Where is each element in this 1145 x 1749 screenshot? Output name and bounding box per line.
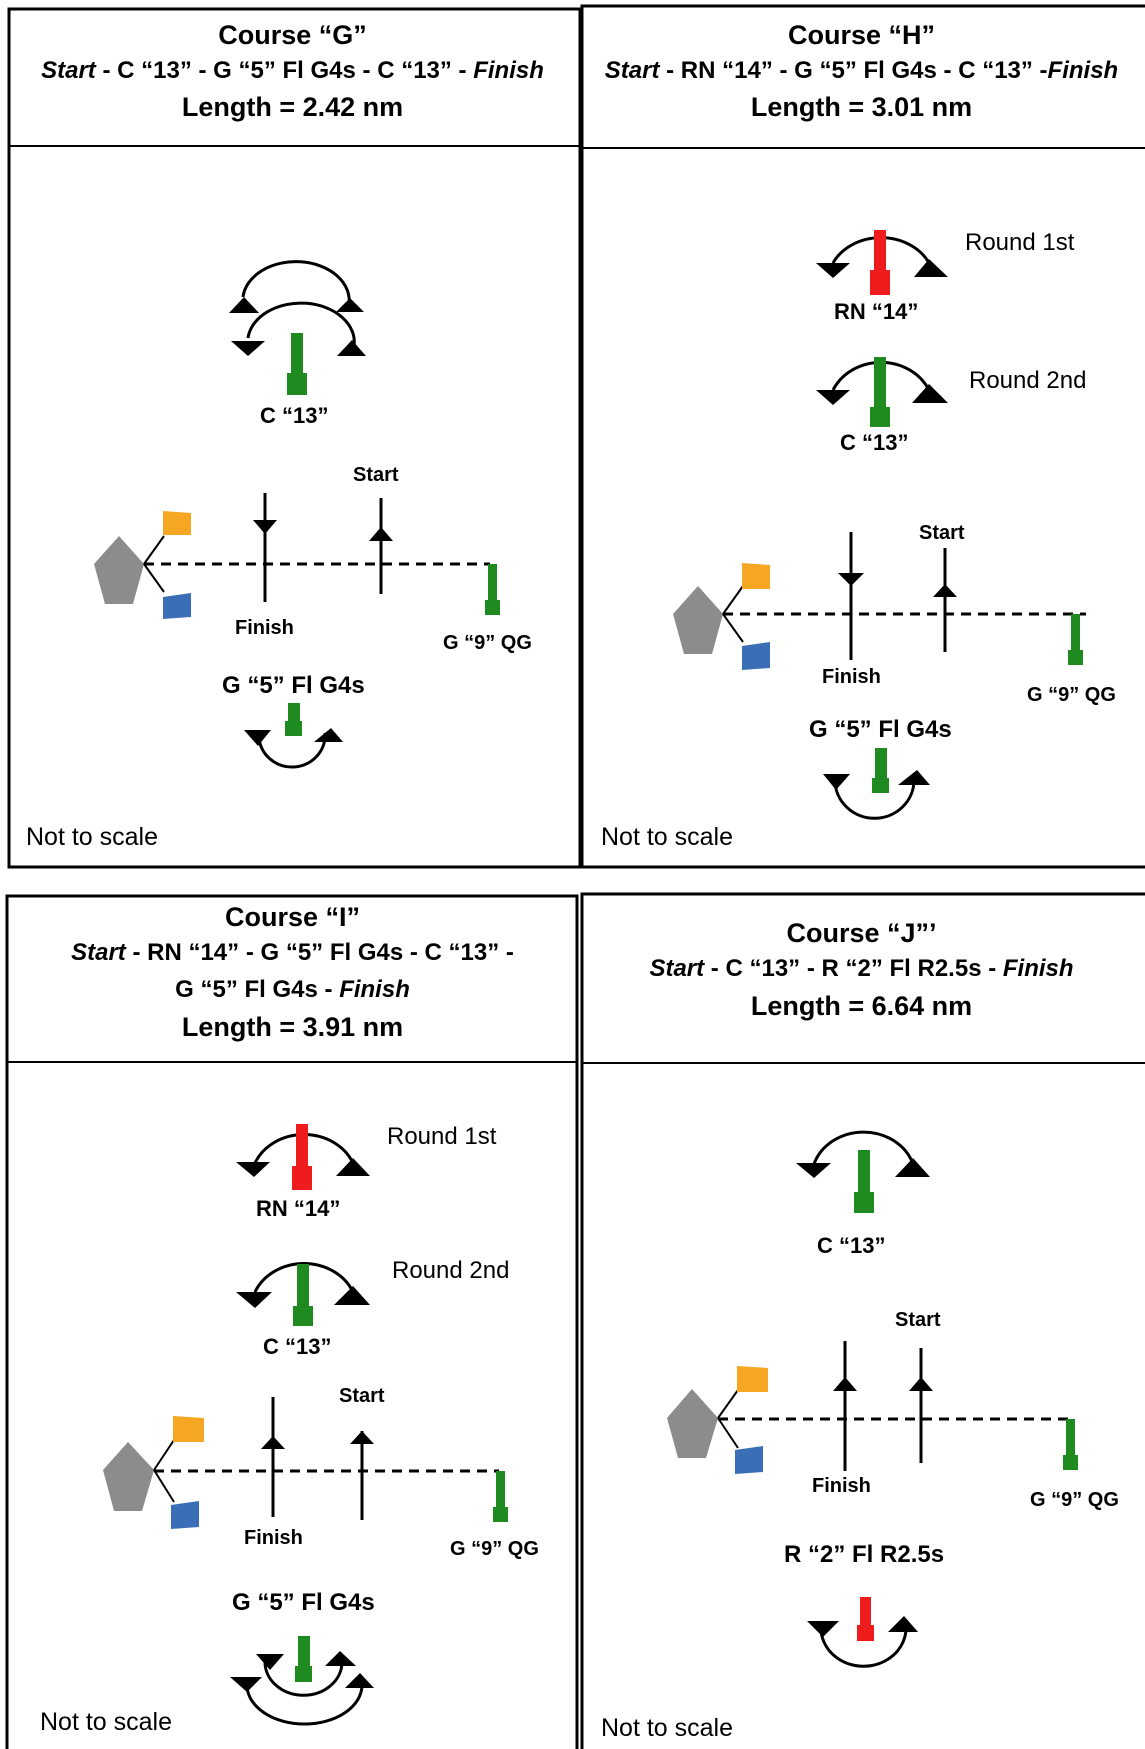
committee-boat-icon <box>667 1389 718 1458</box>
not-to-scale-note: Not to scale <box>601 1714 734 1742</box>
course-j-diagram <box>580 892 1145 1749</box>
mark-g5-fl-g4s-icon <box>285 703 302 736</box>
orange-flag-icon <box>737 1366 768 1392</box>
label-g9-qg: G “9” QG <box>450 1538 539 1560</box>
finish-arrow-icon <box>253 520 277 534</box>
label-g5-fl-g4s: G “5” Fl G4s <box>232 1589 375 1616</box>
label-r2-fl-r2.5s: R “2” Fl R2.5s <box>784 1541 945 1568</box>
label-c13: C “13” <box>817 1233 886 1258</box>
label-round-1st: Round 1st <box>965 229 1075 256</box>
label-round-2nd: Round 2nd <box>392 1257 510 1284</box>
label-finish: Finish <box>235 617 294 639</box>
course-j-length: Length = 6.64 nm <box>750 991 973 1021</box>
course-h-route: Start - RN “14” - G “5” Fl G4s - C “13” … <box>604 57 1119 84</box>
mark-c13-icon <box>870 357 890 427</box>
course-i-length: Length = 3.91 nm <box>181 1012 404 1042</box>
mark-g5-fl-g4s-icon <box>295 1636 312 1682</box>
mark-rn14-icon <box>870 230 890 295</box>
course-g-diagram <box>7 7 582 869</box>
label-finish: Finish <box>812 1475 871 1497</box>
finish-arrow-icon <box>833 1377 857 1391</box>
start-arrow-icon <box>350 1431 374 1444</box>
course-j-title: Course “J”’ <box>786 918 937 948</box>
course-h-panel: Course “H” Start - RN “14” - G “5” Fl G4… <box>578 0 1145 875</box>
start-arrow-icon <box>369 527 393 541</box>
start-arrow-icon <box>933 584 957 597</box>
start-arrow-icon <box>909 1377 933 1391</box>
label-rn14: RN “14” <box>256 1196 341 1221</box>
label-c13: C “13” <box>840 430 909 455</box>
mark-c13-icon <box>854 1150 874 1213</box>
label-g5-fl-g4s: G “5” Fl G4s <box>222 672 365 699</box>
course-j-route: Start - C “13” - R “2” Fl R2.5s - Finish <box>649 955 1074 982</box>
course-j-panel: Course “J”’ Start - C “13” - R “2” Fl R2… <box>578 880 1145 1749</box>
label-c13: C “13” <box>260 403 329 428</box>
label-round-2nd: Round 2nd <box>969 367 1087 394</box>
mark-rn14-icon <box>292 1124 312 1190</box>
course-i-route-line2: G “5” Fl G4s - Finish <box>175 976 410 1003</box>
label-finish: Finish <box>822 666 881 688</box>
mark-c13-icon <box>293 1264 313 1326</box>
mark-g9-qg-icon <box>493 1471 508 1522</box>
label-g5-fl-g4s: G “5” Fl G4s <box>809 716 952 743</box>
not-to-scale-note: Not to scale <box>40 1708 173 1736</box>
not-to-scale-note: Not to scale <box>601 823 734 851</box>
label-g9-qg: G “9” QG <box>443 632 532 654</box>
course-g-route: Start - C “13” - G “5” Fl G4s - C “13” -… <box>41 57 544 84</box>
course-g-title: Course “G” <box>218 20 367 50</box>
blue-flag-icon <box>171 1501 199 1529</box>
course-h-diagram <box>580 4 1145 869</box>
course-h-length: Length = 3.01 nm <box>750 92 973 122</box>
mark-g5-fl-g4s-icon <box>872 748 889 793</box>
course-g-panel: Course “G” Start - C “13” - G “5” Fl G4s… <box>0 0 585 875</box>
label-start: Start <box>339 1385 385 1407</box>
course-i-title: Course “I” <box>224 902 361 932</box>
blue-flag-icon <box>735 1446 763 1474</box>
rounding-arrow-icon <box>229 260 366 356</box>
mark-g9-qg-icon <box>1063 1419 1078 1470</box>
label-g9-qg: G “9” QG <box>1027 684 1116 706</box>
orange-flag-icon <box>173 1416 204 1442</box>
label-round-1st: Round 1st <box>387 1123 497 1150</box>
committee-boat-icon <box>103 1442 154 1511</box>
finish-arrow-icon <box>261 1436 285 1449</box>
course-h-title: Course “H” <box>787 20 936 50</box>
course-g-length: Length = 2.42 nm <box>181 92 404 122</box>
orange-flag-icon <box>742 563 770 589</box>
label-finish: Finish <box>244 1527 303 1549</box>
label-start: Start <box>895 1309 941 1331</box>
blue-flag-icon <box>742 642 770 670</box>
blue-flag-icon <box>163 593 191 619</box>
orange-flag-icon <box>163 511 191 535</box>
label-start: Start <box>353 464 399 486</box>
course-i-panel: Course “I” Start - RN “14” - G “5” Fl G4… <box>0 880 585 1749</box>
mark-g9-qg-icon <box>1068 614 1083 665</box>
label-c13: C “13” <box>263 1334 332 1359</box>
committee-boat-icon <box>94 536 144 604</box>
mark-r2-fl-r2.5s-icon <box>857 1597 874 1641</box>
finish-arrow-icon <box>838 573 864 586</box>
course-i-route-line1: Start - RN “14” - G “5” Fl G4s - C “13” … <box>71 939 514 966</box>
label-rn14: RN “14” <box>834 299 919 324</box>
label-g9-qg: G “9” QG <box>1030 1489 1119 1511</box>
not-to-scale-note: Not to scale <box>26 823 159 851</box>
mark-g9-qg-icon <box>485 564 500 615</box>
committee-boat-icon <box>673 586 723 654</box>
mark-c13-icon <box>287 333 307 395</box>
course-i-diagram <box>5 894 579 1749</box>
label-start: Start <box>919 522 965 544</box>
